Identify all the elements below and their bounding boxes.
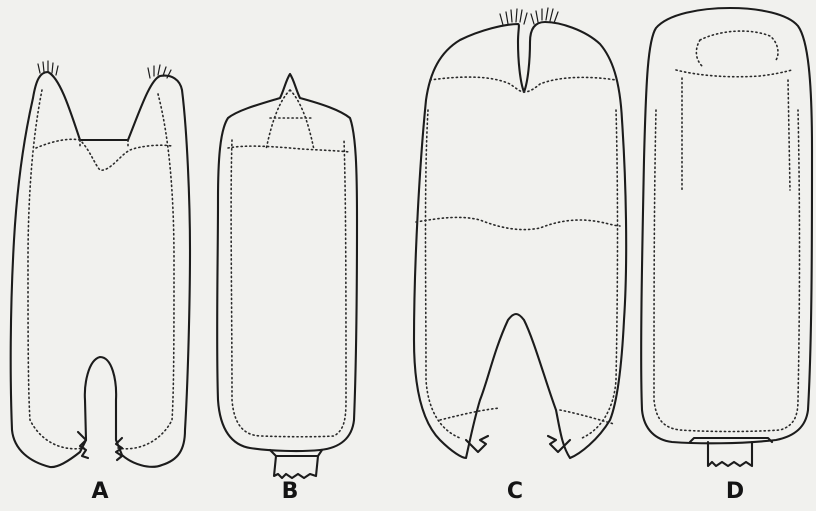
panel-d-head-band	[676, 70, 792, 77]
panel-a-label: A	[85, 480, 115, 504]
panel-d-outline	[641, 8, 812, 443]
panel-d-specimen	[641, 8, 812, 466]
panel-d-head-arc	[696, 31, 778, 66]
panel-a-specimen	[11, 61, 190, 467]
panel-d-inner-top-right	[788, 80, 790, 190]
panel-a-front-line	[80, 140, 128, 148]
panel-d-label: D	[720, 480, 750, 504]
panel-c-specimen	[414, 8, 626, 458]
panel-b-head-band	[228, 146, 350, 152]
panel-b-label: B	[275, 480, 305, 504]
panel-d-inner-rim	[654, 110, 800, 432]
panel-d-stalk	[708, 442, 752, 466]
panel-b-outline	[217, 74, 357, 451]
panel-b-specimen	[217, 74, 357, 478]
panel-c-lower-inner	[440, 408, 614, 424]
panel-c-outline	[414, 22, 626, 458]
panel-c-inner-rim	[426, 110, 618, 438]
panel-a-inner-rim	[28, 90, 174, 449]
panel-c-midline	[416, 217, 620, 229]
panel-a-membrane	[36, 139, 172, 170]
panel-b-stalk	[274, 456, 318, 478]
panel-c-setae-left	[500, 9, 527, 25]
panel-c-label: C	[500, 480, 530, 504]
panel-b-inner-rim	[231, 140, 346, 437]
panel-a-outline	[11, 72, 190, 467]
